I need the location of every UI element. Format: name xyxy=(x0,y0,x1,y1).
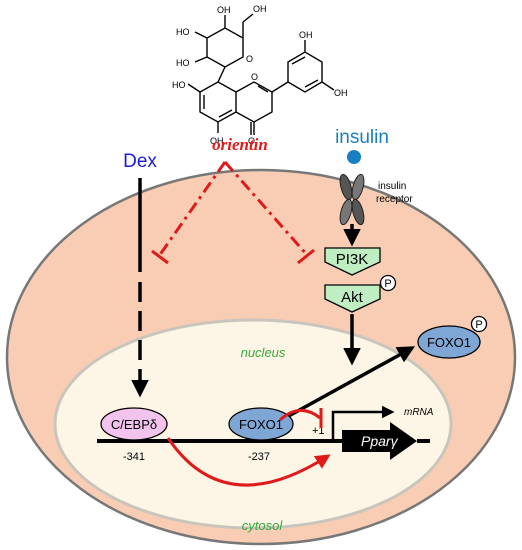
nucleus-label: nucleus xyxy=(241,345,286,360)
cebpd-node xyxy=(100,407,168,441)
akt-label: Akt xyxy=(341,289,364,306)
cytosol-label: cytosol xyxy=(242,518,284,533)
insulin-receptor xyxy=(339,173,365,226)
akt-node xyxy=(324,284,381,313)
position-237-label: -237 xyxy=(248,451,270,463)
tss-arrow xyxy=(331,405,395,441)
insulin-label: insulin xyxy=(335,127,389,148)
foxo1-export-arrow xyxy=(284,346,416,420)
label-o-c-ring: O xyxy=(251,72,258,82)
label-o-carbonyl: O xyxy=(248,136,255,146)
pparg-gene xyxy=(342,422,417,460)
cebpd-label: C/EBPδ xyxy=(111,417,157,432)
insulin-ligand xyxy=(347,150,361,164)
position-341-label: -341 xyxy=(123,451,145,463)
label-oh-sugar-top: OH xyxy=(217,5,231,15)
foxo1-cytosol-label: FOXO1 xyxy=(427,335,471,350)
mrna-label: mRNA xyxy=(404,407,434,418)
orientin-label: orientin xyxy=(212,135,268,154)
foxo1-nuclear-label: FOXO1 xyxy=(239,417,283,432)
pparg-label: Pparγ xyxy=(361,433,399,449)
insulin-receptor-label-line2: receptor xyxy=(376,194,413,205)
akt-phospho-label: P xyxy=(384,278,391,290)
label-oh-b-ring-side: OH xyxy=(334,88,348,98)
label-oh-top: OH xyxy=(253,4,267,14)
cebpd-activation-curve xyxy=(166,437,331,487)
plus-one-label: +1 xyxy=(312,425,325,437)
label-ho-sugar-left: HO xyxy=(176,27,190,37)
dex-label: Dex xyxy=(123,151,157,172)
foxo1-phospho-label: P xyxy=(475,319,482,331)
label-o-sugar-ring: O xyxy=(246,54,253,64)
label-oh-a-ring-bottom: OH xyxy=(210,136,224,146)
pi3k-node xyxy=(324,247,381,276)
foxo1-nuclear-node xyxy=(228,407,294,441)
foxo1-phospho-badge xyxy=(470,315,488,333)
orientin-inhibition-lines xyxy=(151,161,315,265)
insulin-receptor-label-line1: insulin xyxy=(378,181,406,192)
orientin-structure-labels: OH OH HO HO O HO O OH OH OH O xyxy=(172,4,348,146)
label-oh-b-ring-top: OH xyxy=(299,30,313,40)
foxo1-inhibition-curve xyxy=(278,409,321,422)
label-ho-sugar-lower: HO xyxy=(176,58,190,68)
orientin-structure xyxy=(187,13,335,135)
pi3k-label: PI3K xyxy=(336,251,369,268)
foxo1-cytosol-node xyxy=(417,325,481,359)
label-ho-a-ring: HO xyxy=(172,80,186,90)
akt-phospho-badge xyxy=(379,274,397,292)
